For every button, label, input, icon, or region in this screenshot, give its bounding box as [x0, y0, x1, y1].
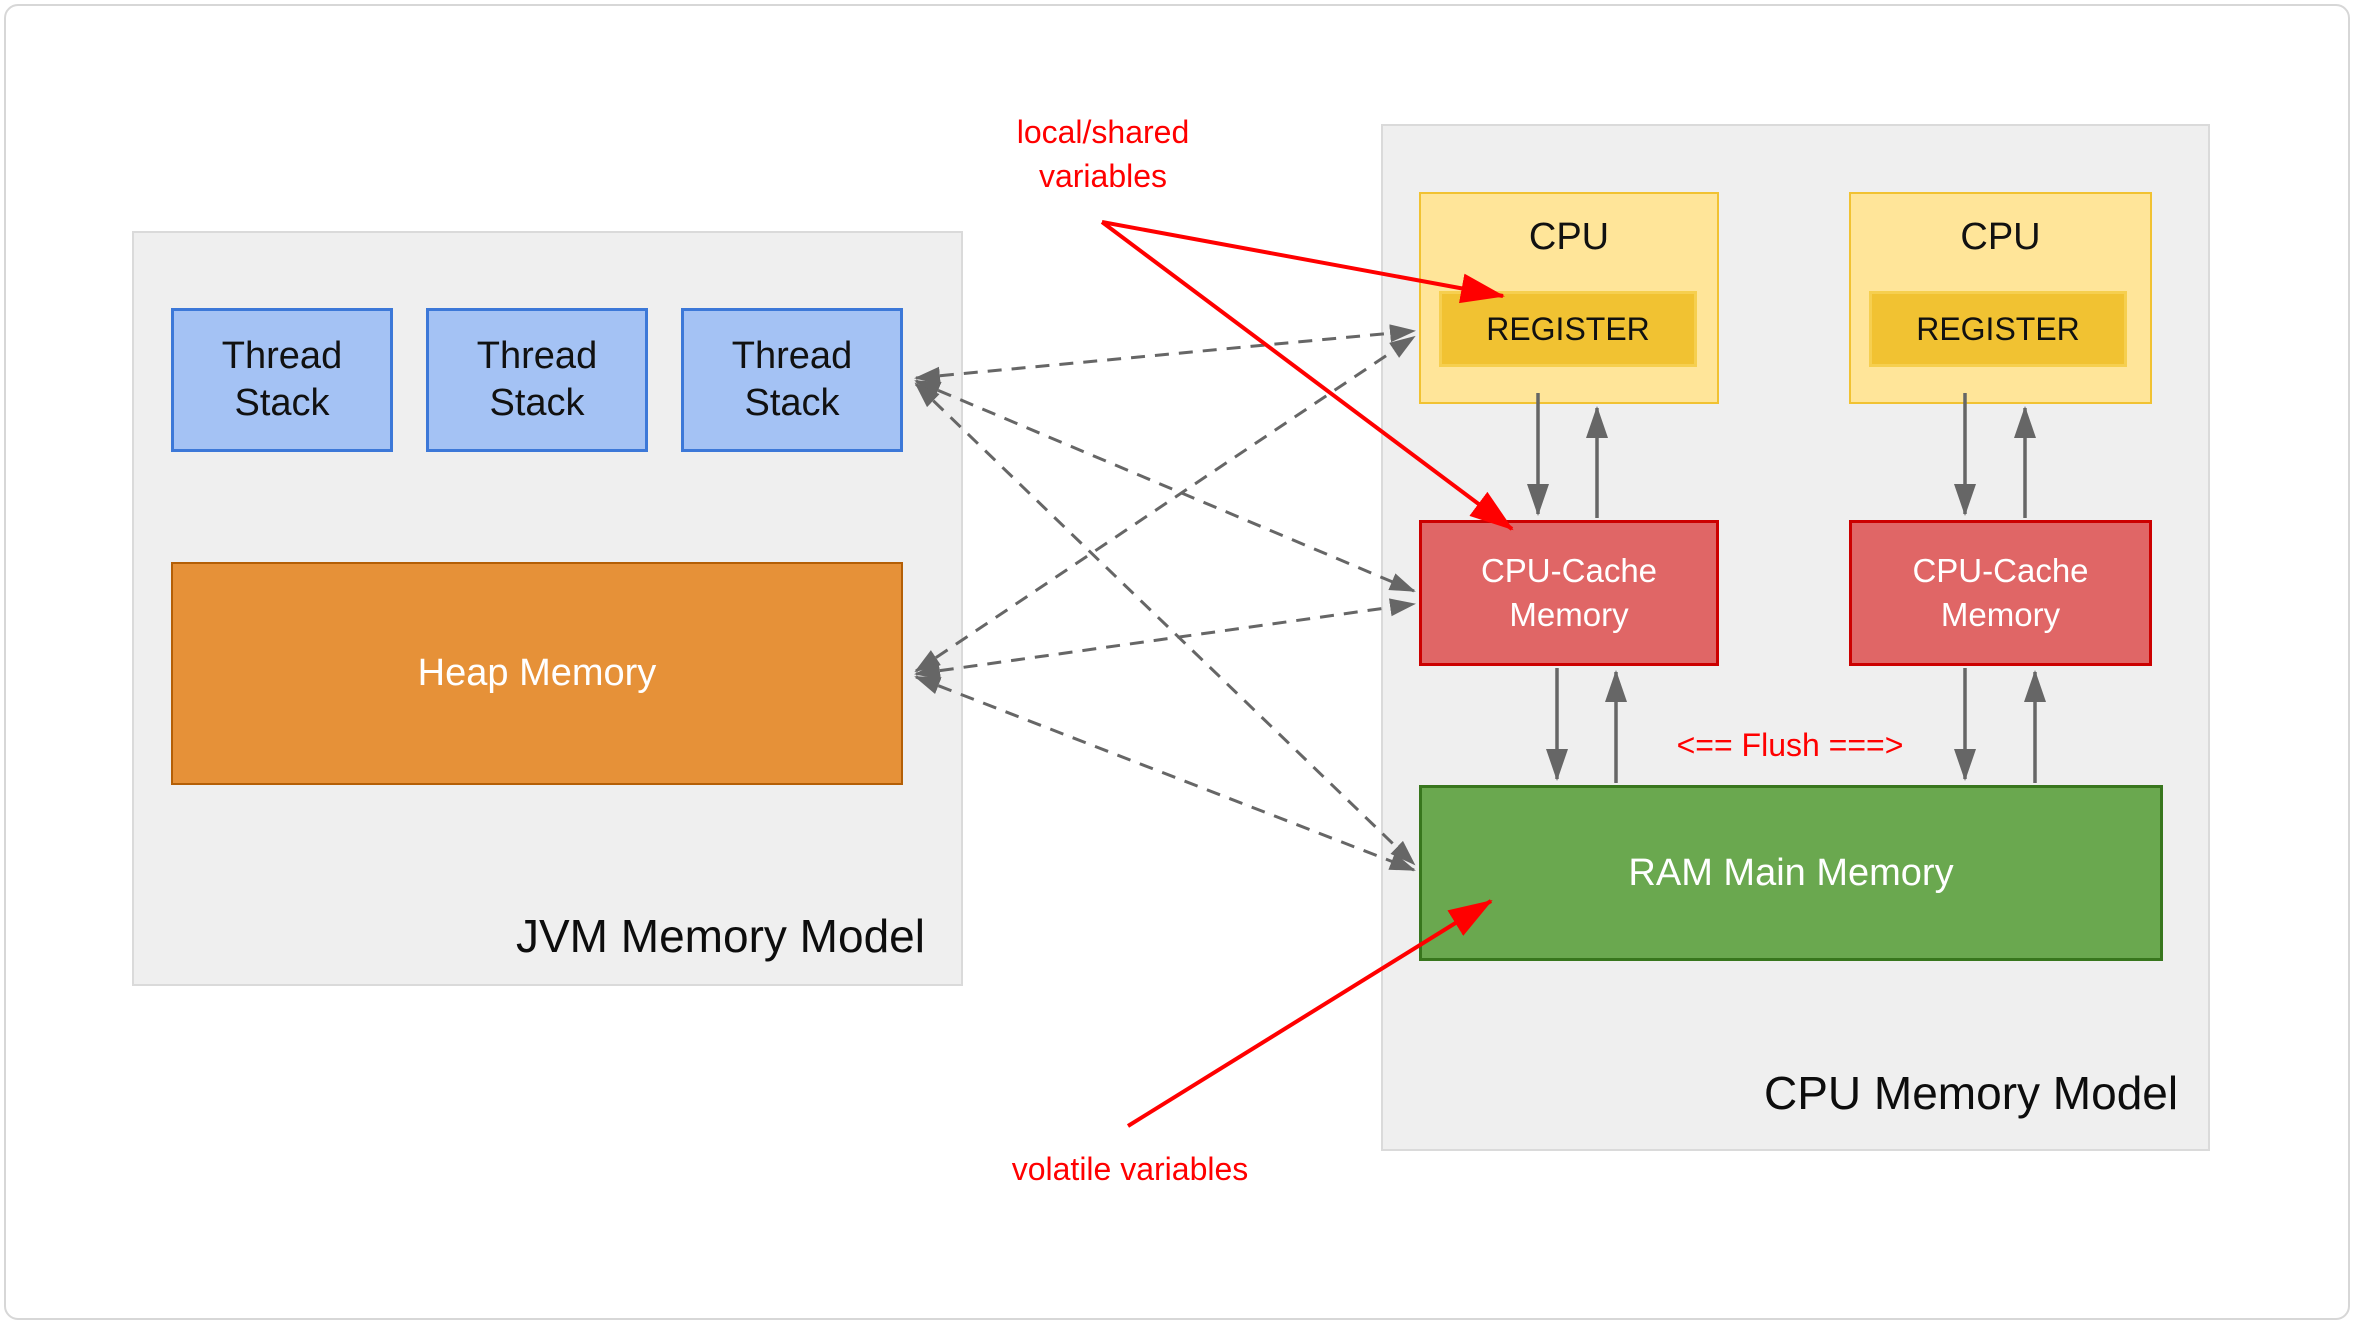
- thread-stack-3-line1: Thread: [731, 335, 853, 377]
- local-shared-line1: local/shared: [1016, 114, 1190, 150]
- cache-2-line1: CPU-Cache: [1912, 552, 2089, 589]
- cpu-cache-box-2: CPU-Cache Memory: [1849, 520, 2152, 666]
- cpu-cache-box-1: CPU-Cache Memory: [1419, 520, 1719, 666]
- jvm-panel-label: JVM Memory Model: [516, 910, 925, 962]
- local-shared-line2: variables: [1038, 158, 1168, 194]
- thread-stack-1-line1: Thread: [221, 335, 343, 377]
- register-1-label: REGISTER: [1486, 310, 1650, 347]
- thread-stack-box-1: Thread Stack: [171, 308, 393, 452]
- card-frame: [4, 4, 2350, 1320]
- cpu-1-label: CPU: [1528, 216, 1610, 258]
- ram-main-memory-box: RAM Main Memory: [1419, 785, 2163, 961]
- register-2-label: REGISTER: [1916, 310, 2080, 347]
- volatile-variables-note: volatile variables: [1011, 1151, 1249, 1187]
- cpu-2-label: CPU: [1960, 216, 2041, 258]
- thread-stack-2-line2: Stack: [489, 382, 585, 424]
- thread-stack-box-2: Thread Stack: [426, 308, 648, 452]
- register-box-1: REGISTER: [1439, 291, 1697, 367]
- cache-1-line2: Memory: [1509, 596, 1629, 633]
- cpu-panel-label: CPU Memory Model: [1764, 1067, 2179, 1119]
- thread-stack-2-line1: Thread: [476, 335, 598, 377]
- cache-2-line2: Memory: [1940, 596, 2061, 633]
- local-shared-variables-note: local/shared variables: [1017, 110, 1190, 198]
- thread-stack-3-line2: Stack: [744, 382, 840, 424]
- heap-memory-label: Heap Memory: [417, 652, 657, 694]
- cache-1-line1: CPU-Cache: [1480, 552, 1658, 589]
- heap-memory-box: Heap Memory: [171, 562, 903, 785]
- thread-stack-box-3: Thread Stack: [681, 308, 903, 452]
- thread-stack-1-line2: Stack: [234, 382, 330, 424]
- ram-label: RAM Main Memory: [1628, 851, 1954, 894]
- flush-note: <== Flush ===>: [1676, 727, 1904, 763]
- register-box-2: REGISTER: [1869, 291, 2127, 367]
